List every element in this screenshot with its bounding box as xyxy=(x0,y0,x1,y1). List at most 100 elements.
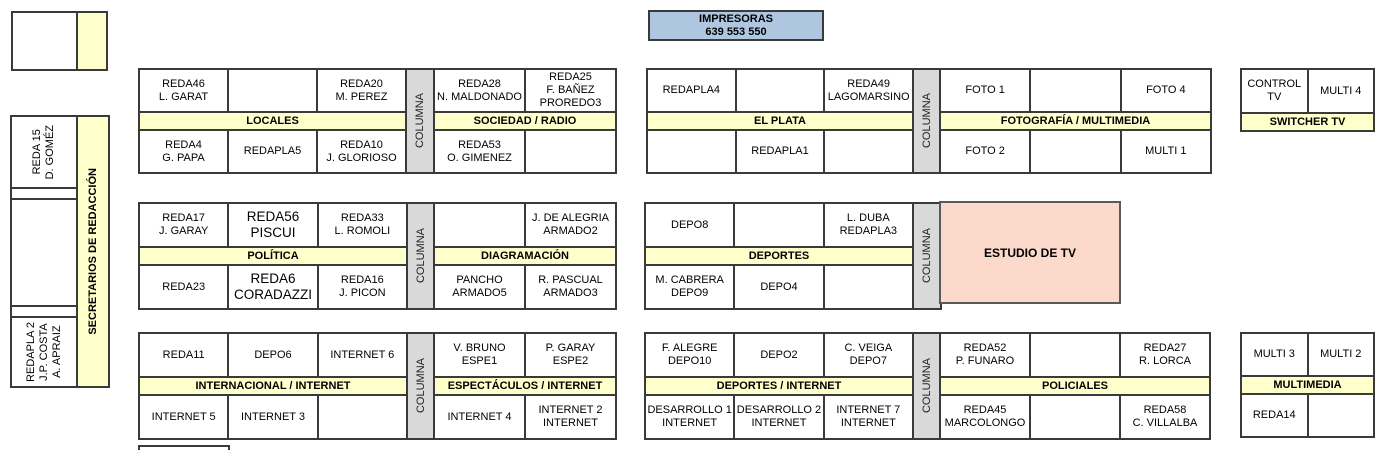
desk-cell xyxy=(526,131,615,172)
desk-cell xyxy=(1031,334,1119,376)
desk-reda15-label: REDA 15 D. GOMÉZ xyxy=(31,124,56,180)
desk-cell xyxy=(435,204,524,246)
desk-redapla2-label: REDAPLA 2 J.P. COSTA A. APRAIZ xyxy=(24,322,63,382)
desk-cell: REDA52 P. FUNARO xyxy=(941,334,1029,376)
desk-cell: MULTI 4 xyxy=(1308,70,1373,112)
secretarios-strip: SECRETARIOS DE REDACCIÓN xyxy=(76,115,110,388)
tv-studio: ESTUDIO DE TV xyxy=(939,201,1121,304)
desk-cell: REDA53 O. GIMENEZ xyxy=(435,131,524,172)
desk-reda15: REDA 15 D. GOMÉZ xyxy=(10,115,78,189)
desk-cell: REDA25 F. BAÑEZ PROREDO3 xyxy=(526,70,615,111)
printers-title: IMPRESORAS xyxy=(699,12,773,25)
desk-cell: REDA20 M. PEREZ xyxy=(318,70,405,111)
desk-cell: REDA45 MARCOLONGO xyxy=(941,396,1029,438)
left-wall-empty-desk xyxy=(10,198,78,307)
band-politica: POLÍTICA xyxy=(140,248,406,264)
corner-box-yellow-part xyxy=(76,13,106,69)
section-sociedad-radio: REDA28 N. MALDONADO REDA25 F. BAÑEZ PROR… xyxy=(433,68,617,174)
desk-cell: REDA33 L. ROMOLI xyxy=(318,204,406,246)
desk-cell: REDA46 L. GARAT xyxy=(140,70,227,111)
section-elplata: REDAPLA4 REDA49 LAGOMARSINO EL PLATA RED… xyxy=(646,68,914,174)
section-deportes: DEPO8 L. DUBA REDAPLA3 DEPORTES M. CABRE… xyxy=(644,202,914,310)
desk-cell: CONTROL TV xyxy=(1242,70,1307,112)
band-deportes: DEPORTES xyxy=(646,248,912,264)
desk-cell: DEPO6 xyxy=(229,334,317,376)
desk-cell: REDAPLA5 xyxy=(229,131,316,172)
desk-cell xyxy=(648,131,735,172)
columna-pillar: COLUMNA xyxy=(406,332,436,440)
desk-cell: REDA10 J. GLORIOSO xyxy=(318,131,405,172)
band-multimedia: MULTIMEDIA xyxy=(1242,377,1373,393)
desk-cell: L. DUBA REDAPLA3 xyxy=(824,204,912,246)
desk-cell: DEPO4 xyxy=(735,266,823,308)
section-switcher-tv: CONTROL TV MULTI 4 SWITCHER TV xyxy=(1240,68,1375,132)
desk-cell: REDA49 LAGOMARSINO xyxy=(825,70,912,111)
desk-cell: INTERNET 3 xyxy=(229,396,317,438)
columna-pillar: COLUMNA xyxy=(912,332,942,440)
desk-cell xyxy=(318,396,406,438)
desk-cell: INTERNET 7 INTERNET xyxy=(824,396,912,438)
desk-cell xyxy=(1031,131,1120,172)
desk-cell: REDA56 PISCUI xyxy=(229,204,317,246)
secretarios-strip-label: SECRETARIOS DE REDACCIÓN xyxy=(86,168,99,335)
desk-cell xyxy=(1031,396,1119,438)
desk-cell: C. VEIGA DEPO7 xyxy=(824,334,912,376)
printers-numbers: 639 553 550 xyxy=(705,25,767,38)
section-locales: REDA46 L. GARAT REDA20 M. PEREZ LOCALES … xyxy=(138,68,407,174)
section-multimedia: MULTI 3 MULTI 2 MULTIMEDIA REDA14 xyxy=(1240,332,1375,438)
desk-cell: FOTO 2 xyxy=(941,131,1030,172)
band-locales: LOCALES xyxy=(140,113,405,129)
desk-cell xyxy=(1031,70,1120,111)
band-switcher-tv: SWITCHER TV xyxy=(1242,114,1373,130)
desk-cell: FOTO 4 xyxy=(1121,70,1210,111)
section-deportes-internet: F. ALEGRE DEPO10 DEPO2 C. VEIGA DEPO7 DE… xyxy=(644,332,914,440)
band-deportes-internet: DEPORTES / INTERNET xyxy=(646,378,912,394)
desk-cell: DEPO8 xyxy=(646,204,734,246)
desk-cell: DESARROLLO 1 INTERNET xyxy=(646,396,734,438)
band-espectaculos: ESPECTÁCULOS / INTERNET xyxy=(435,378,615,394)
desk-cell: R. PASCUAL ARMADO3 xyxy=(526,266,615,308)
columna-pillar: COLUMNA xyxy=(912,202,942,310)
columna-label: COLUMNA xyxy=(920,93,933,149)
desk-cell xyxy=(736,70,824,111)
desk-cell: REDA16 J. PICON xyxy=(318,266,406,308)
columna-label: COLUMNA xyxy=(920,358,933,414)
desk-cell: DEPO2 xyxy=(735,334,823,376)
desk-cell xyxy=(229,70,316,111)
corner-box-white-part xyxy=(13,13,76,69)
desk-cell: REDA28 N. MALDONADO xyxy=(435,70,524,111)
section-internacional: REDA11 DEPO6 INTERNET 6 INTERNACIONAL / … xyxy=(138,332,408,440)
desk-cell xyxy=(1308,395,1373,436)
band-fotografia: FOTOGRAFÍA / MULTIMEDIA xyxy=(941,113,1210,129)
tv-studio-label: ESTUDIO DE TV xyxy=(983,245,1076,260)
desk-cell: INTERNET 4 xyxy=(435,396,524,438)
desk-cell: INTERNET 5 xyxy=(140,396,228,438)
section-diagramacion: J. DE ALEGRIA ARMADO2 DIAGRAMACIÓN PANCH… xyxy=(433,202,617,310)
desk-cell: MULTI 1 xyxy=(1121,131,1210,172)
columna-label: COLUMNA xyxy=(920,228,933,284)
desk-cell: REDA58 C. VILLALBA xyxy=(1121,396,1209,438)
desk-cell: J. DE ALEGRIA ARMADO2 xyxy=(526,204,615,246)
desk-cell: REDA14 xyxy=(1242,395,1307,436)
columna-label: COLUMNA xyxy=(413,93,426,149)
desk-cell: REDA23 xyxy=(140,266,228,308)
desk-cell xyxy=(735,204,823,246)
desk-cell xyxy=(825,131,912,172)
columna-label: COLUMNA xyxy=(414,358,427,414)
desk-cell: REDAPLA4 xyxy=(648,70,735,111)
desk-cell: PANCHO ARMADO5 xyxy=(435,266,524,308)
band-internacional: INTERNACIONAL / INTERNET xyxy=(140,378,406,394)
desk-cell: DESARROLLO 2 INTERNET xyxy=(735,396,823,438)
desk-cell: MULTI 2 xyxy=(1308,334,1373,375)
desk-cell: F. ALEGRE DEPO10 xyxy=(646,334,734,376)
desk-cell xyxy=(824,266,912,308)
columna-pillar: COLUMNA xyxy=(406,202,436,310)
desk-redapla2: REDAPLA 2 J.P. COSTA A. APRAIZ xyxy=(10,316,78,388)
section-espectaculos: V. BRUNO ESPE1 P. GARAY ESPE2 ESPECTÁCUL… xyxy=(433,332,617,440)
band-diagramacion: DIAGRAMACIÓN xyxy=(435,248,615,264)
cutoff-box xyxy=(138,445,230,450)
desk-cell: P. GARAY ESPE2 xyxy=(526,334,615,376)
band-sociedad-radio: SOCIEDAD / RADIO xyxy=(435,113,615,129)
band-policiales: POLICIALES xyxy=(941,378,1209,394)
desk-cell: REDA11 xyxy=(140,334,228,376)
